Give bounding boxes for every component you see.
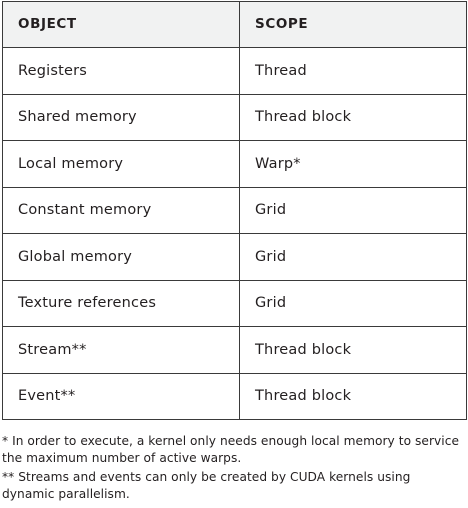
cell-scope: Thread block	[239, 372, 467, 420]
cell-object: Texture references	[2, 279, 240, 327]
cell-object: Local memory	[2, 140, 240, 188]
cell-scope: Thread block	[239, 326, 467, 374]
table-row: Global memory Grid	[2, 233, 467, 281]
table-header-row: OBJECT SCOPE	[2, 1, 467, 48]
footnotes: * In order to execute, a kernel only nee…	[2, 433, 466, 505]
table-row: Shared memory Thread block	[2, 93, 467, 141]
cell-object: Global memory	[2, 233, 240, 281]
table-row: Local memory Warp*	[2, 140, 467, 188]
cell-object: Registers	[2, 47, 240, 95]
cell-scope: Grid	[239, 233, 467, 281]
cell-scope: Thread block	[239, 93, 467, 141]
cell-scope: Grid	[239, 279, 467, 327]
header-object: OBJECT	[2, 1, 240, 48]
cell-object: Stream**	[2, 326, 240, 374]
cell-object: Shared memory	[2, 93, 240, 141]
scope-table-container: OBJECT SCOPE Registers Thread Shared mem…	[2, 1, 467, 420]
header-scope: SCOPE	[239, 1, 467, 48]
footnote-streams-events: ** Streams and events can only be create…	[2, 470, 411, 501]
table-row: Registers Thread	[2, 47, 467, 95]
object-scope-table: OBJECT SCOPE Registers Thread Shared mem…	[2, 1, 467, 420]
cell-scope: Warp*	[239, 140, 467, 188]
table-row: Stream** Thread block	[2, 326, 467, 374]
cell-object: Event**	[2, 372, 240, 420]
table-row: Event** Thread block	[2, 372, 467, 420]
cell-scope: Thread	[239, 47, 467, 95]
cell-scope: Grid	[239, 186, 467, 234]
footnote-local-memory: * In order to execute, a kernel only nee…	[2, 434, 460, 465]
table-row: Constant memory Grid	[2, 186, 467, 234]
table-row: Texture references Grid	[2, 279, 467, 327]
cell-object: Constant memory	[2, 186, 240, 234]
